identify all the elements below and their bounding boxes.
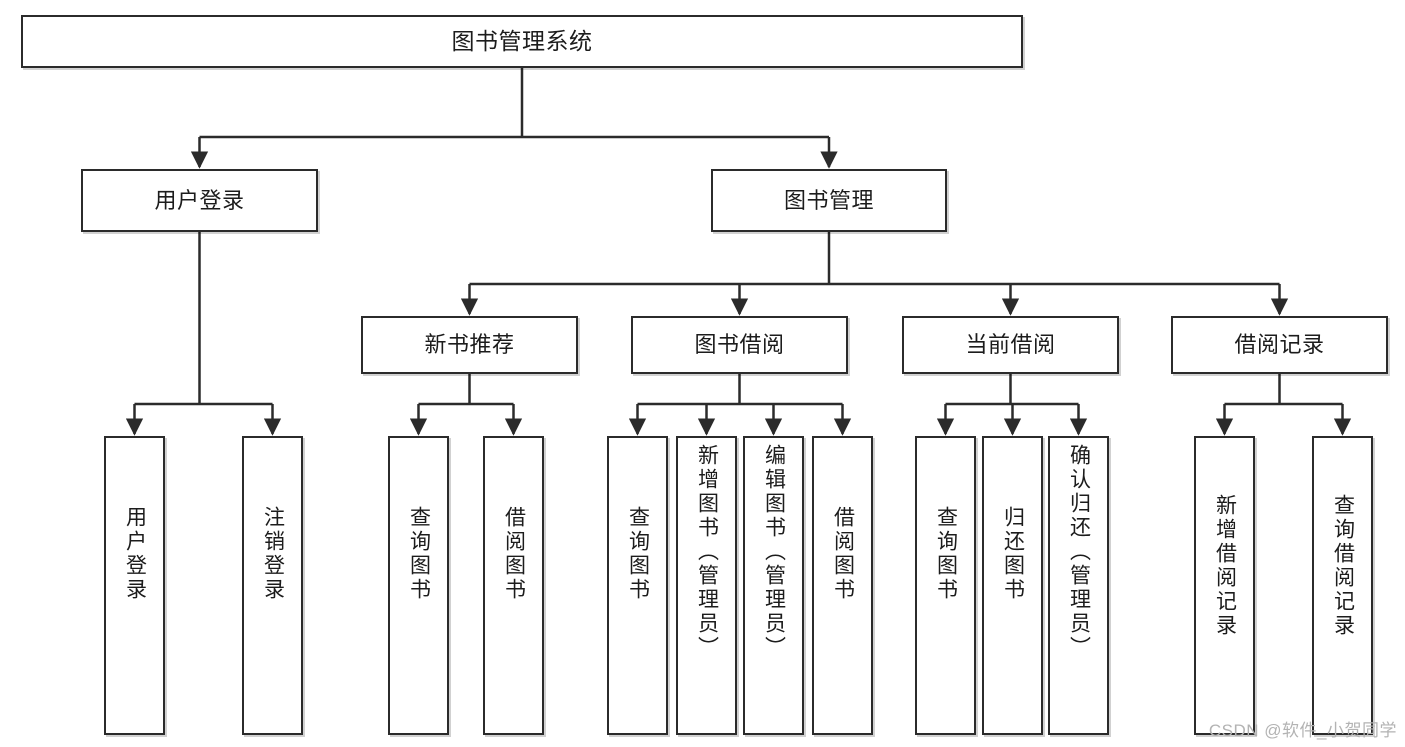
edge-bus	[134, 232, 273, 406]
node-label: 借阅图书	[831, 506, 855, 602]
node-label: 图书管理系统	[451, 27, 593, 54]
node-label: 注销登录	[261, 506, 285, 602]
node-leaf-add-book[interactable]: 新增图书（管理员）	[676, 436, 737, 735]
node-label: 查询图书	[934, 506, 958, 602]
edge-bus	[418, 374, 514, 406]
node-label: 当前借阅	[965, 332, 1056, 358]
node-new-book-rec[interactable]: 新书推荐	[361, 316, 578, 374]
watermark: CSDN @软件_小贺同学	[1208, 721, 1397, 740]
node-user-login[interactable]: 用户登录	[81, 169, 318, 232]
node-label: 查询图书	[626, 506, 650, 602]
node-label: 编辑图书（管理员）	[762, 444, 786, 660]
node-leaf-borrow-book-1[interactable]: 借阅图书	[483, 436, 544, 735]
node-leaf-edit-book[interactable]: 编辑图书（管理员）	[743, 436, 804, 735]
node-label: 用户登录	[154, 187, 245, 213]
node-label: 用户登录	[123, 506, 147, 602]
edge-bus	[1224, 374, 1343, 406]
node-root[interactable]: 图书管理系统	[21, 15, 1023, 68]
node-book-borrow[interactable]: 图书借阅	[631, 316, 848, 374]
node-borrow-record[interactable]: 借阅记录	[1171, 316, 1388, 374]
node-leaf-query-record[interactable]: 查询借阅记录	[1312, 436, 1373, 735]
node-leaf-query-book-2[interactable]: 查询图书	[607, 436, 668, 735]
node-label: 新增图书（管理员）	[695, 444, 719, 660]
node-label: 新增借阅记录	[1213, 494, 1237, 638]
node-leaf-query-book-3[interactable]: 查询图书	[915, 436, 976, 735]
node-label: 借阅图书	[502, 506, 526, 602]
node-label: 图书借阅	[694, 332, 785, 358]
node-label: 查询图书	[407, 506, 431, 602]
node-label: 查询借阅记录	[1331, 494, 1355, 638]
node-leaf-logout[interactable]: 注销登录	[242, 436, 303, 735]
edge-bus	[199, 68, 829, 139]
node-leaf-user-login[interactable]: 用户登录	[104, 436, 165, 735]
node-leaf-return-book[interactable]: 归还图书	[982, 436, 1043, 735]
node-current-borrow[interactable]: 当前借阅	[902, 316, 1119, 374]
node-label: 归还图书	[1001, 506, 1025, 602]
node-leaf-borrow-book-2[interactable]: 借阅图书	[812, 436, 873, 735]
node-label: 确认归还（管理员）	[1067, 444, 1091, 660]
node-book-manage[interactable]: 图书管理	[711, 169, 947, 232]
edge-bus	[637, 374, 843, 406]
edge-bus	[469, 232, 1280, 286]
node-leaf-add-record[interactable]: 新增借阅记录	[1194, 436, 1255, 735]
node-leaf-confirm-return[interactable]: 确认归还（管理员）	[1048, 436, 1109, 735]
node-label: 图书管理	[783, 187, 874, 213]
edge-bus	[945, 374, 1079, 406]
node-label: 借阅记录	[1234, 332, 1325, 358]
node-leaf-query-book-1[interactable]: 查询图书	[388, 436, 449, 735]
node-label: 新书推荐	[424, 332, 515, 358]
